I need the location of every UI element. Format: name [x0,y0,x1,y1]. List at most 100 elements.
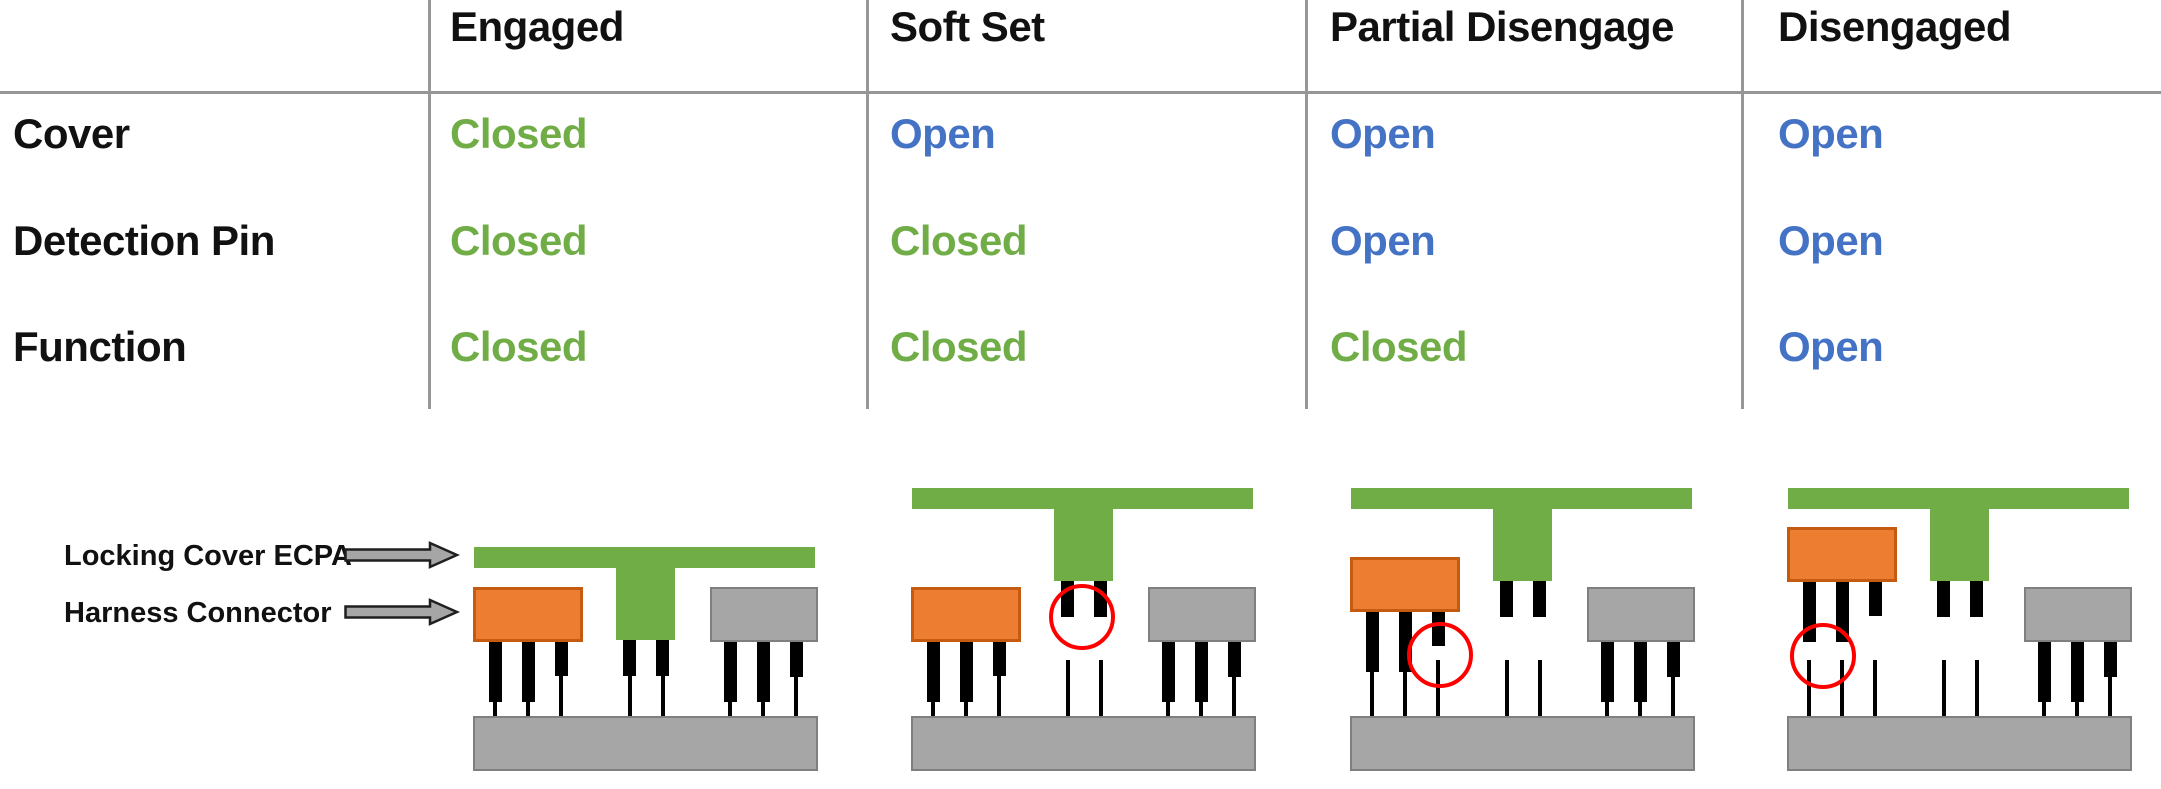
board-pin [1638,702,1642,716]
contact-pin [2038,642,2051,702]
diagram-engaged [473,488,818,773]
highlight-circle [1790,623,1856,689]
cell-function-disengaged: Open [1778,323,1884,370]
locking-cover-stem [616,567,675,640]
column-header-partial-disengage: Partial Disengage [1330,3,1674,50]
row-header-function: Function [13,323,187,370]
column-header-disengaged: Disengaged [1778,3,2012,50]
right-arrow-icon [344,598,460,626]
board-pin [1099,660,1103,716]
board-pin [931,702,935,716]
board-connector-box [2024,587,2132,642]
table-grid-line [1305,0,1308,409]
cell-function-engaged: Closed [450,323,588,370]
locking-cover-stem [1493,508,1552,581]
contact-pin [1366,612,1379,672]
board-pin [1370,672,1374,716]
column-header-engaged: Engaged [450,3,624,50]
contact-pin [1601,642,1614,702]
detection-pin [1533,581,1546,617]
detection-pin [623,640,636,676]
pcb-base [1350,716,1695,771]
board-pin [997,676,1001,716]
cell-cover-soft-set: Open [890,110,996,157]
diagram-partial-disengage [1350,488,1695,773]
board-pin [1166,702,1170,716]
contact-pin [522,642,535,702]
board-pin [2042,702,2046,716]
board-pin [628,676,632,716]
cell-cover-partial: Open [1330,110,1436,157]
cell-detection-partial: Open [1330,217,1436,264]
board-connector-box [1148,587,1256,642]
locking-cover-bar [474,547,815,568]
detection-pin [1500,581,1513,617]
board-pin [1538,660,1542,716]
contact-pin [1195,642,1208,702]
board-pin [1436,660,1440,716]
contact-pin [1228,642,1241,677]
contact-pin [724,642,737,702]
board-pin [1873,660,1877,716]
locking-cover-bar [1351,488,1692,509]
locking-cover-bar [1788,488,2129,509]
pcb-base [473,716,818,771]
right-arrow-icon [344,541,460,569]
harness-connector-box [1350,557,1460,612]
harness-connector-box [1787,527,1897,582]
contact-pin [993,642,1006,676]
board-pin [728,702,732,716]
pcb-base [1787,716,2132,771]
board-pin [526,702,530,716]
board-connector-box [710,587,818,642]
table-grid-line [866,0,869,409]
board-pin [661,676,665,716]
contact-pin [555,642,568,676]
column-header-soft-set: Soft Set [890,3,1045,50]
table-grid-line [428,0,431,409]
detection-pin [656,640,669,676]
board-connector-box [1587,587,1695,642]
board-pin [493,702,497,716]
locking-cover-stem [1054,508,1113,581]
locking-cover-stem [1930,508,1989,581]
locking-cover-bar [912,488,1253,509]
contact-pin [790,642,803,677]
row-header-detection-pin: Detection Pin [13,217,275,264]
diagram-disengaged [1787,488,2132,773]
highlight-circle [1049,584,1115,650]
contact-pin [1634,642,1647,702]
board-pin [1975,660,1979,716]
cell-detection-soft-set: Closed [890,217,1028,264]
cell-cover-disengaged: Open [1778,110,1884,157]
locking-cover-label: Locking Cover ECPA [64,540,352,572]
board-pin [794,677,798,716]
harness-connector-box [911,587,1021,642]
board-pin [1403,672,1407,716]
contact-pin [927,642,940,702]
contact-pin [1667,642,1680,677]
highlight-circle [1407,622,1473,688]
board-pin [1066,660,1070,716]
board-pin [1942,660,1946,716]
contact-pin [960,642,973,702]
diagram-soft-set [911,488,1256,773]
board-pin [559,676,563,716]
board-pin [1605,702,1609,716]
contact-pin [489,642,502,702]
board-pin [2108,677,2112,716]
contact-pin [2071,642,2084,702]
contact-pin [1162,642,1175,702]
board-pin [1199,702,1203,716]
board-pin [1807,660,1811,716]
cell-function-partial: Closed [1330,323,1468,370]
board-pin [1671,677,1675,716]
detection-pin [1937,581,1950,617]
contact-pin [757,642,770,702]
cell-cover-engaged: Closed [450,110,588,157]
table-header-divider [0,91,2161,94]
board-pin [964,702,968,716]
cell-detection-disengaged: Open [1778,217,1884,264]
board-pin [1840,660,1844,716]
